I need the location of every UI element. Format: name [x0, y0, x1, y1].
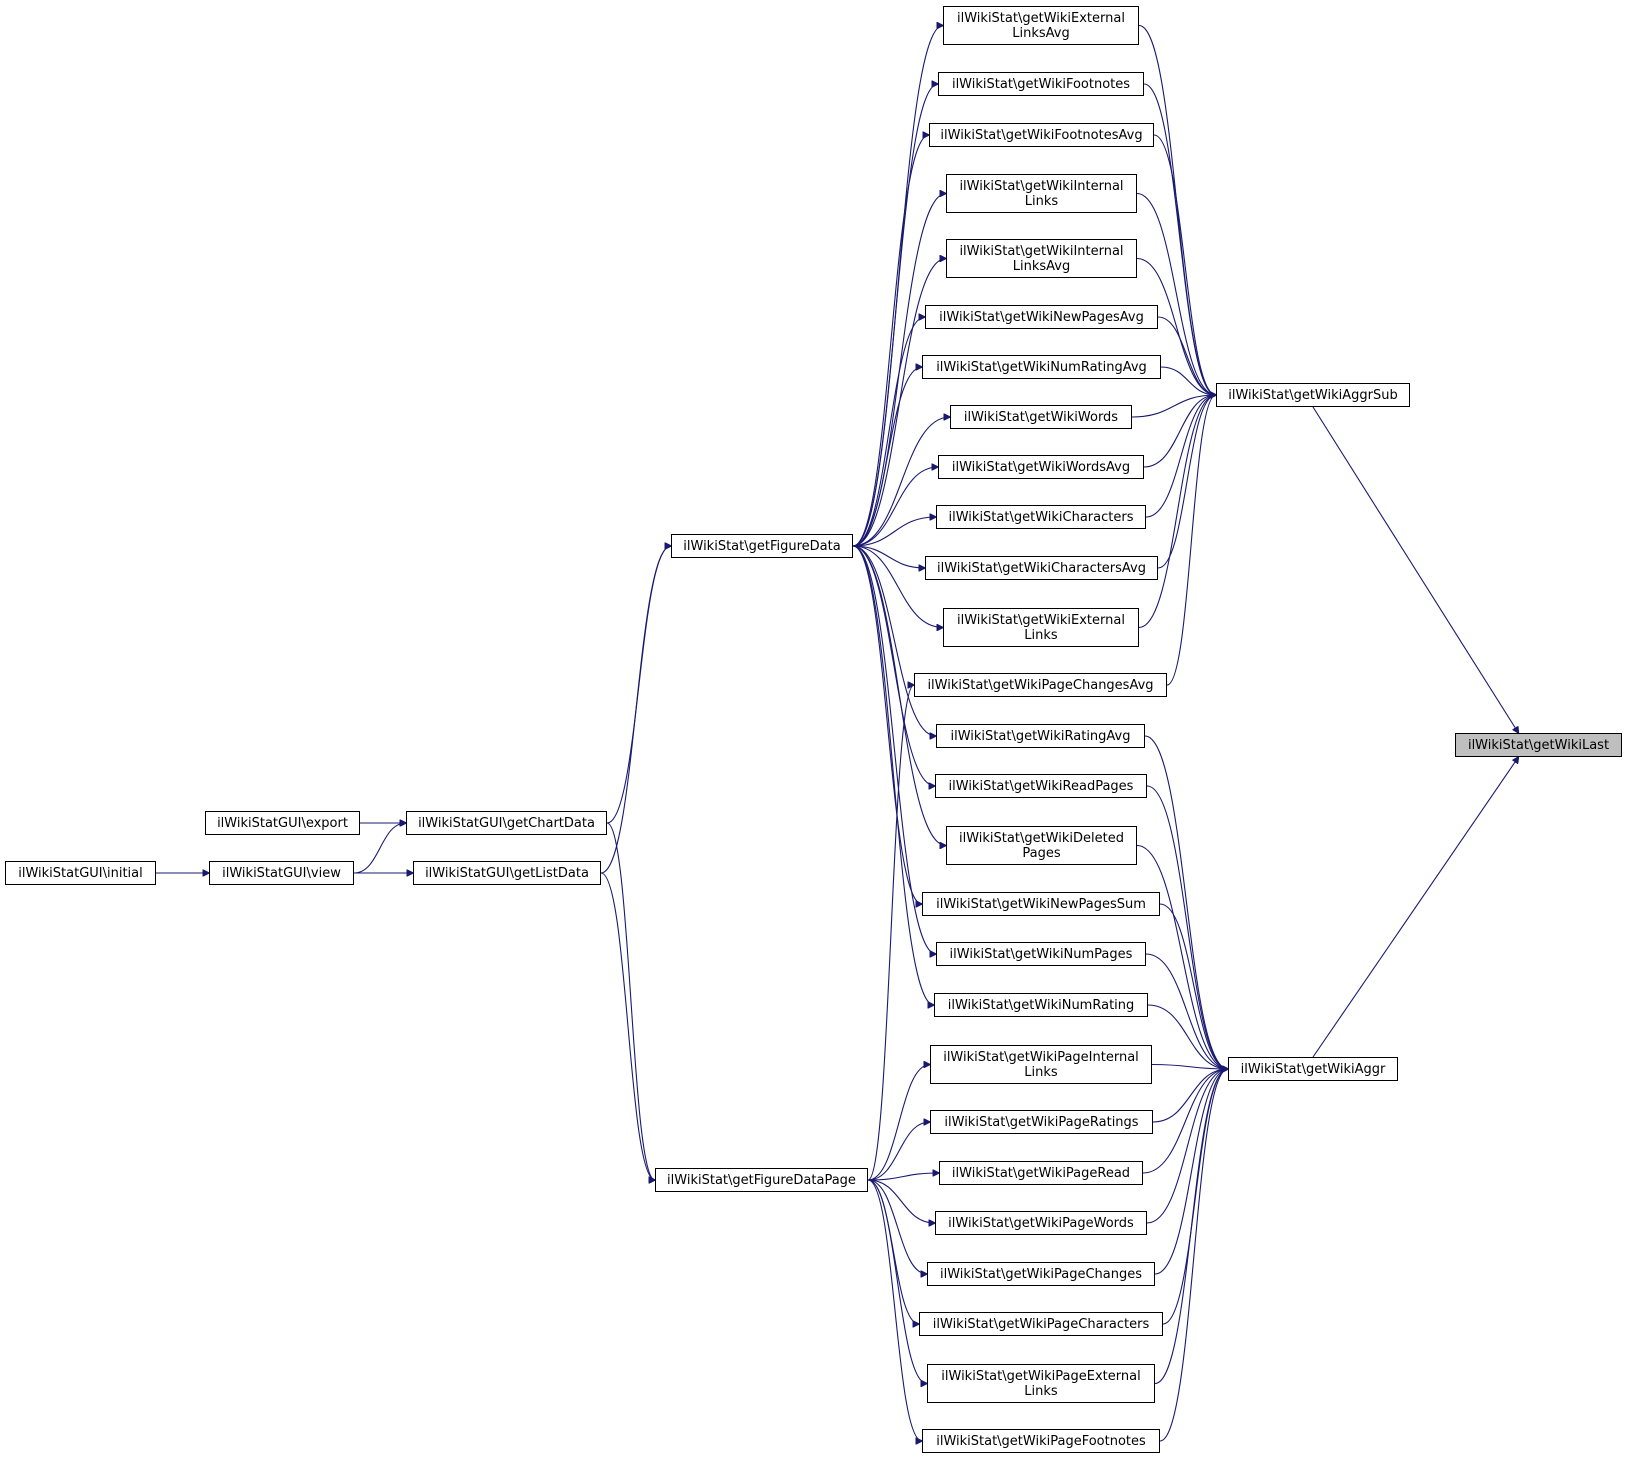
- edge-figureDataPage-to-pageRatings: [867, 1122, 930, 1181]
- node-getwikipagechangesavg[interactable]: ilWikiStat\getWikiPageChangesAvg: [914, 673, 1167, 697]
- edge-numRating-to-aggr: [1147, 1004, 1228, 1069]
- node-getwikinumrating[interactable]: ilWikiStat\getWikiNumRating: [934, 993, 1148, 1017]
- node-getfiguredatapage[interactable]: ilWikiStat\getFigureDataPage: [655, 1168, 868, 1192]
- node-getwikiinternallinks[interactable]: ilWikiStat\getWikiInternal Links: [946, 174, 1137, 213]
- node-getwikiinternallinksavg[interactable]: ilWikiStat\getWikiInternal LinksAvg: [946, 239, 1137, 278]
- edge-pageWords-to-aggr: [1146, 1069, 1228, 1224]
- node-getwikiaggrsub[interactable]: ilWikiStat\getWikiAggrSub: [1216, 383, 1410, 407]
- node-getwikifootnotes[interactable]: ilWikiStat\getWikiFootnotes: [938, 72, 1144, 96]
- edge-figureData-to-extLinks: [852, 545, 943, 628]
- edge-chartData-to-figureDataPage: [606, 822, 655, 1180]
- node-getwikipageexternallinks[interactable]: ilWikiStat\getWikiPageExternal Links: [927, 1364, 1155, 1403]
- edge-footnotesAvg-to-aggrSub: [1153, 134, 1216, 395]
- edge-listData-to-figureDataPage: [600, 872, 655, 1180]
- node-getlistdata[interactable]: ilWikiStatGUI\getListData: [413, 861, 601, 885]
- node-getwikinewpagessum[interactable]: ilWikiStat\getWikiNewPagesSum: [922, 892, 1160, 916]
- edge-figureDataPage-to-pageFootnotes: [867, 1179, 922, 1441]
- edge-figureDataPage-to-pageWords: [867, 1179, 935, 1223]
- edge-figureData-to-words: [852, 417, 950, 547]
- node-getwikipagefootnotes[interactable]: ilWikiStat\getWikiPageFootnotes: [922, 1429, 1160, 1453]
- edge-wordsAvg-to-aggrSub: [1143, 395, 1216, 468]
- edge-figureData-to-characters: [852, 517, 936, 547]
- edge-numRatingAvg-to-aggrSub: [1160, 366, 1216, 395]
- node-getwikilast[interactable]: ilWikiStat\getWikiLast: [1455, 733, 1622, 757]
- node-getwikinumratingavg[interactable]: ilWikiStat\getWikiNumRatingAvg: [922, 355, 1161, 379]
- edge-figureData-to-newPagesSum: [852, 545, 922, 904]
- edge-figureDataPage-to-pageExtLinks: [867, 1179, 927, 1384]
- node-getwikiexternallinksavg[interactable]: ilWikiStat\getWikiExternal LinksAvg: [943, 6, 1139, 45]
- node-view[interactable]: ilWikiStatGUI\view: [209, 861, 354, 885]
- edge-pageExtLinks-to-aggr: [1154, 1069, 1228, 1385]
- node-getchartdata[interactable]: ilWikiStatGUI\getChartData: [406, 811, 607, 835]
- node-getwikipagecharacters[interactable]: ilWikiStat\getWikiPageCharacters: [919, 1312, 1163, 1336]
- edge-figureDataPage-to-pageRead: [867, 1173, 939, 1181]
- node-getwikipagechanges[interactable]: ilWikiStat\getWikiPageChanges: [927, 1262, 1155, 1286]
- node-getfiguredata[interactable]: ilWikiStat\getFigureData: [671, 534, 853, 558]
- node-getwikicharactersavg[interactable]: ilWikiStat\getWikiCharactersAvg: [925, 556, 1158, 580]
- edge-pageFootnotes-to-aggr: [1159, 1069, 1228, 1442]
- node-getwikiexternallinks[interactable]: ilWikiStat\getWikiExternal Links: [943, 608, 1139, 647]
- edge-figureData-to-numRating: [852, 545, 934, 1005]
- edge-pageChanges-to-aggr: [1154, 1069, 1228, 1275]
- edge-figureData-to-newPagesAvg: [852, 317, 925, 547]
- edge-figureData-to-charactersAvg: [852, 545, 925, 568]
- edge-figureDataPage-to-pageChangesAvg: [867, 685, 914, 1181]
- edge-figureDataPage-to-pageIntLinks: [867, 1065, 930, 1181]
- edge-figureData-to-ratingAvg: [852, 545, 936, 736]
- edge-view-to-chartData: [353, 823, 406, 874]
- node-getwikiaggr[interactable]: ilWikiStat\getWikiAggr: [1228, 1057, 1398, 1081]
- edge-aggrSub-to-last: [1312, 406, 1519, 733]
- node-getwikipageratings[interactable]: ilWikiStat\getWikiPageRatings: [930, 1110, 1153, 1134]
- edge-figureData-to-numRatingAvg: [852, 367, 922, 547]
- edge-newPagesSum-to-aggr: [1159, 903, 1228, 1069]
- edge-figureDataPage-to-pageChanges: [867, 1179, 927, 1274]
- edge-figureData-to-footnotesAvg: [852, 135, 929, 547]
- edge-pageRatings-to-aggr: [1152, 1069, 1228, 1123]
- edge-figureData-to-numPages: [852, 545, 936, 954]
- edge-charactersAvg-to-aggrSub: [1157, 395, 1216, 569]
- edge-pageRead-to-aggr: [1142, 1069, 1228, 1174]
- edge-pageChangesAvg-to-aggrSub: [1166, 395, 1216, 686]
- node-getwikireadpages[interactable]: ilWikiStat\getWikiReadPages: [935, 774, 1147, 798]
- node-getwikiratingavg[interactable]: ilWikiStat\getWikiRatingAvg: [936, 724, 1145, 748]
- node-export[interactable]: ilWikiStatGUI\export: [205, 811, 360, 835]
- edge-ratingAvg-to-aggr: [1144, 735, 1228, 1069]
- edge-deletedPages-to-aggr: [1136, 844, 1228, 1070]
- edge-characters-to-aggrSub: [1145, 395, 1216, 518]
- node-getwikideletedpages[interactable]: ilWikiStat\getWikiDeleted Pages: [946, 826, 1137, 865]
- node-getwikicharacters[interactable]: ilWikiStat\getWikiCharacters: [936, 505, 1146, 529]
- edge-figureData-to-wordsAvg: [852, 467, 938, 547]
- node-getwikipageinternallinks[interactable]: ilWikiStat\getWikiPageInternal Links: [930, 1045, 1152, 1084]
- edge-words-to-aggrSub: [1131, 395, 1216, 418]
- node-getwikinumpages[interactable]: ilWikiStat\getWikiNumPages: [936, 942, 1146, 966]
- node-getwikifootnotesavg[interactable]: ilWikiStat\getWikiFootnotesAvg: [929, 123, 1154, 147]
- edge-aggr-to-last: [1312, 757, 1519, 1058]
- node-initial[interactable]: ilWikiStatGUI\initial: [5, 861, 156, 885]
- edge-pageIntLinks-to-aggr: [1151, 1063, 1228, 1070]
- node-getwikiwordsavg[interactable]: ilWikiStat\getWikiWordsAvg: [938, 455, 1144, 479]
- edge-footnotes-to-aggrSub: [1143, 83, 1216, 395]
- node-getwikiwords[interactable]: ilWikiStat\getWikiWords: [950, 405, 1132, 429]
- node-getwikinewpagesavg[interactable]: ilWikiStat\getWikiNewPagesAvg: [925, 305, 1158, 329]
- edge-figureData-to-deletedPages: [852, 545, 946, 846]
- node-getwikipageread[interactable]: ilWikiStat\getWikiPageRead: [939, 1161, 1143, 1185]
- edge-intLinks-to-aggrSub: [1136, 192, 1216, 396]
- edge-extLinks-to-aggrSub: [1138, 395, 1216, 629]
- edge-newPagesAvg-to-aggrSub: [1157, 316, 1216, 395]
- edge-numPages-to-aggr: [1145, 953, 1228, 1069]
- node-getwikipagewords[interactable]: ilWikiStat\getWikiPageWords: [935, 1211, 1147, 1235]
- edge-readPages-to-aggr: [1146, 785, 1228, 1069]
- edge-listData-to-figureData: [600, 546, 671, 874]
- edge-figureData-to-footnotes: [852, 84, 938, 547]
